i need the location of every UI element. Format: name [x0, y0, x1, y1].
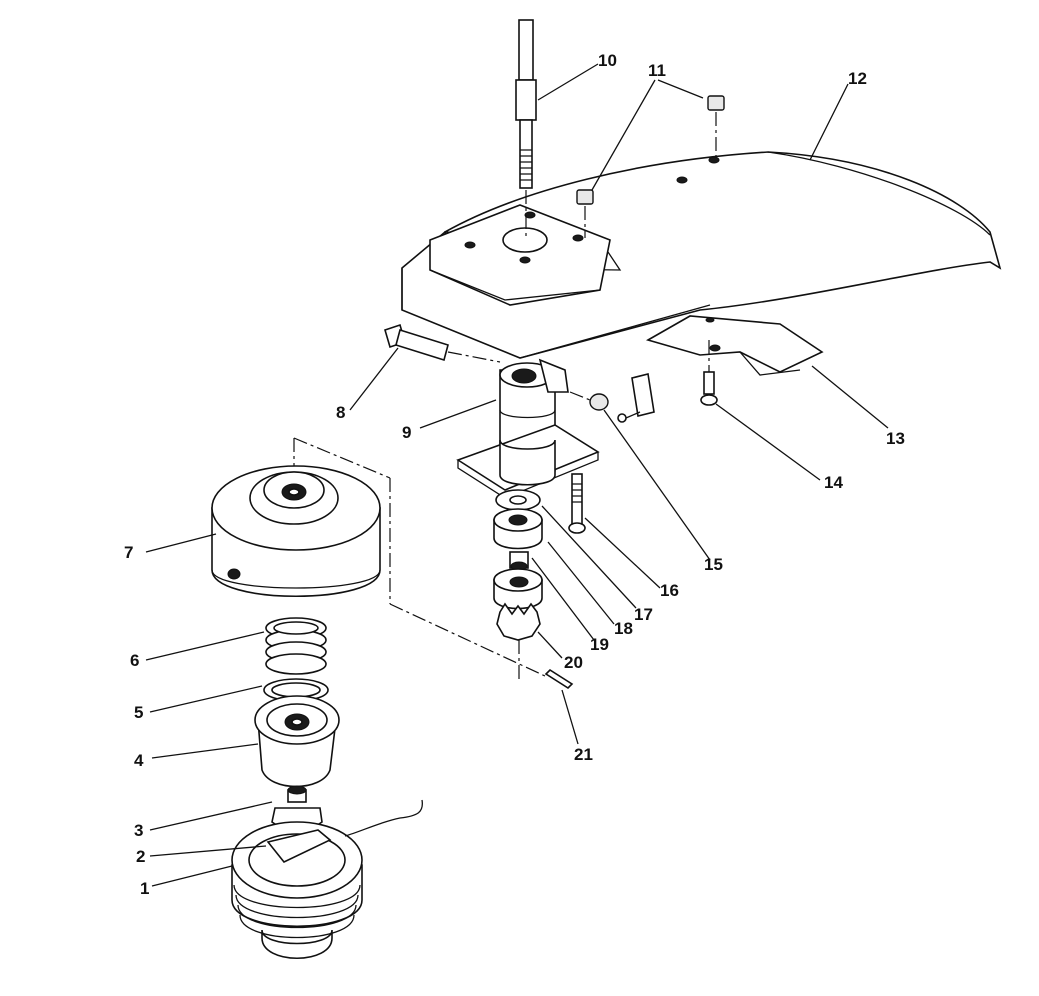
part-18-bearing [493, 508, 543, 550]
callout-11: 11 [648, 61, 666, 80]
callout-20: 20 [564, 653, 583, 672]
part-9-housing [456, 358, 600, 499]
part-1-spool [231, 799, 424, 960]
callout-12: 12 [848, 69, 867, 88]
part-13-bracket [645, 315, 824, 376]
part-11-nuts [576, 95, 725, 238]
part-14-screw [700, 340, 718, 406]
part-4-spool-hub [254, 695, 340, 788]
callout-4: 4 [134, 751, 144, 770]
leader-lines [145, 63, 889, 887]
part-7-cover [211, 465, 381, 598]
part-19-spacer [509, 551, 529, 571]
callout-6: 6 [130, 651, 139, 670]
callout-15: 15 [704, 555, 723, 574]
part-15-nut [569, 391, 609, 411]
callout-10: 10 [598, 51, 617, 70]
part-2-cutter [266, 829, 332, 863]
part-10-shaft [515, 19, 537, 240]
part-20-gear [493, 568, 543, 680]
callout-5: 5 [134, 703, 143, 722]
alignment-lines [293, 437, 546, 677]
callout-labels: 10 11 12 13 14 15 16 17 18 19 20 21 8 9 … [124, 51, 905, 898]
callout-1: 1 [140, 879, 149, 898]
part-8-bolt [384, 323, 501, 363]
part-21-pin [544, 668, 574, 690]
callout-13: 13 [886, 429, 905, 448]
callout-2: 2 [136, 847, 145, 866]
callout-3: 3 [134, 821, 143, 840]
callout-19: 19 [590, 635, 609, 654]
callout-8: 8 [336, 403, 345, 422]
callout-21: 21 [574, 745, 593, 764]
part-5-washer [263, 678, 329, 702]
callout-17: 17 [634, 605, 653, 624]
callout-18: 18 [614, 619, 633, 638]
callout-16: 16 [660, 581, 679, 600]
callout-9: 9 [402, 423, 411, 442]
part-16-bolt [568, 473, 586, 534]
part-17-washer [495, 489, 541, 511]
callout-7: 7 [124, 543, 133, 562]
small-plate [617, 373, 655, 423]
part-6-spring [265, 617, 327, 675]
callout-14: 14 [824, 473, 843, 492]
part-12-deflector-housing [401, 151, 1002, 359]
